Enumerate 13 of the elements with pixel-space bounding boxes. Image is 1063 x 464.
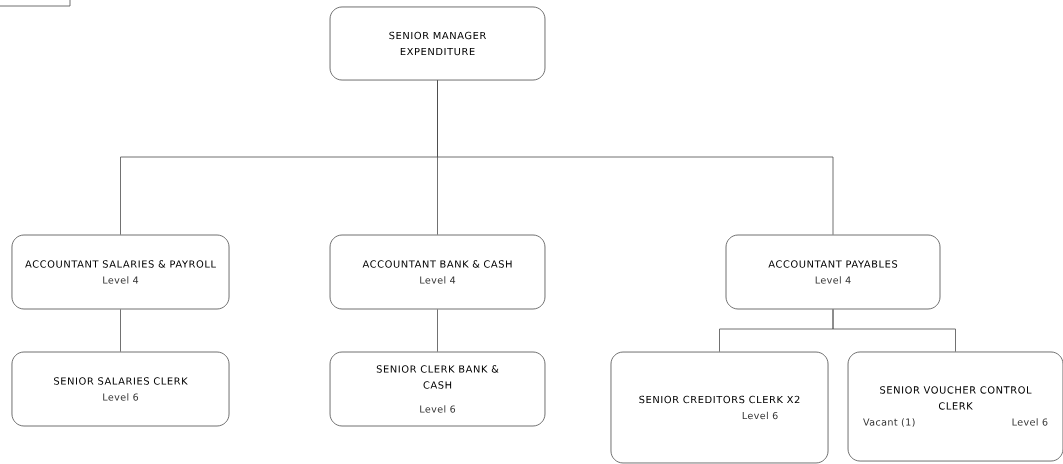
position-box: SENIOR CREDITORS CLERK X2 Level 6 (610, 351, 829, 464)
position-box: ACCOUNTANT PAYABLES Level 4 (725, 234, 941, 310)
connector-line (437, 309, 438, 352)
position-box: SENIOR CLERK BANK & CASH Level 6 (329, 351, 546, 427)
empty-box (0, 0, 71, 7)
connector-line (120, 309, 121, 352)
position-box: SENIOR MANAGER EXPENDITURE (329, 6, 546, 81)
position-box: SENIOR SALARIES CLERK Level 6 (11, 351, 230, 427)
position-box: ACCOUNTANT SALARIES & PAYROLL Level 4 (11, 234, 230, 310)
connector-line (437, 80, 834, 235)
position-box: ACCOUNTANT BANK & CASH Level 4 (329, 234, 546, 310)
position-box: SENIOR VOUCHER CONTROL CLERK Vacant (1) Level 6 (847, 351, 1063, 462)
connector-line (832, 309, 956, 352)
